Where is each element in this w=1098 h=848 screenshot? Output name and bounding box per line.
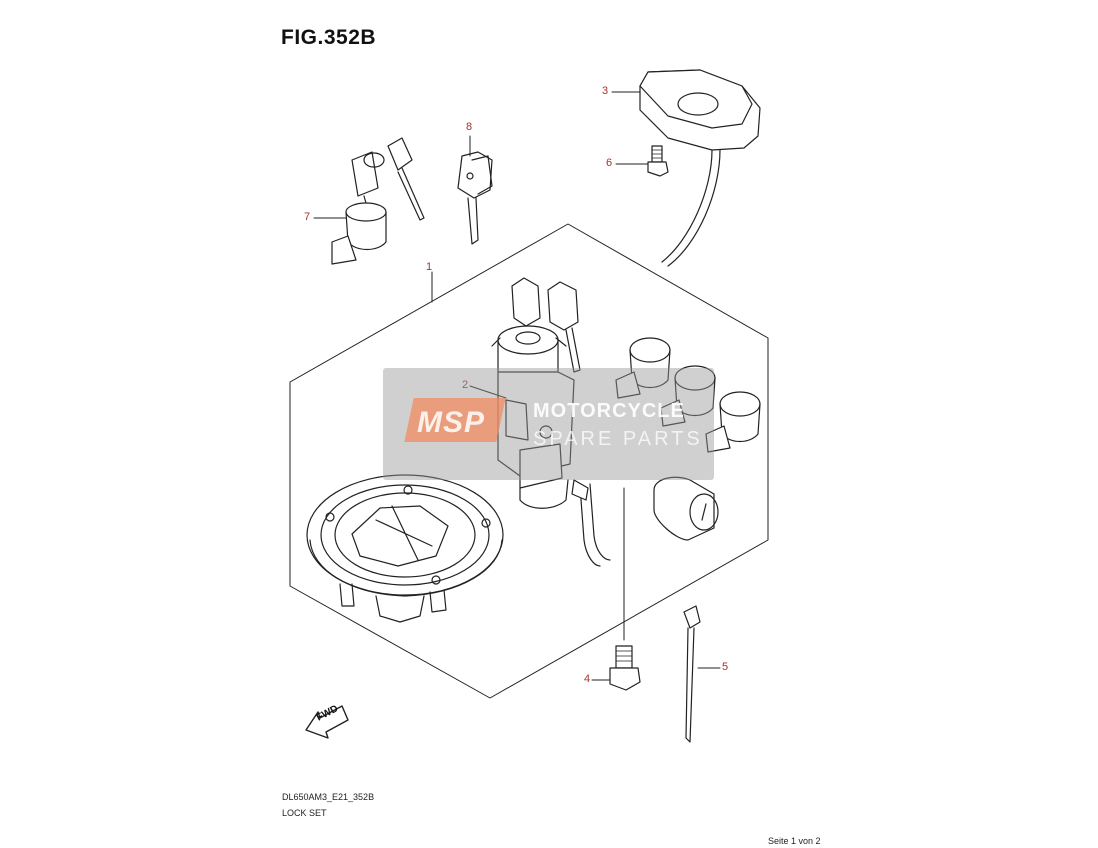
callout-6: 6 — [606, 157, 613, 169]
page-indicator: Seite 1 von 2 — [768, 836, 821, 846]
seat-lock-right — [705, 391, 761, 453]
seat-lock-middle — [660, 365, 716, 427]
callout-2: 2 — [462, 379, 469, 391]
callout-5: 5 — [722, 661, 729, 673]
key-part-8 — [457, 151, 493, 245]
watermark-logo: MSP — [417, 406, 486, 439]
cover-pad — [639, 69, 761, 267]
callout-7: 7 — [304, 211, 311, 223]
diagram-caption: LOCK SET — [282, 808, 327, 818]
fuel-cap — [306, 474, 504, 623]
seat-lock-upper-left — [615, 337, 671, 399]
helmet-lock-part-7 — [331, 137, 425, 265]
bolt-part-4 — [609, 645, 641, 691]
assembly-boundary — [289, 223, 769, 699]
watermark-line1: MOTORCYCLE — [533, 400, 685, 422]
screw-part-6 — [647, 145, 669, 177]
leader-lines — [313, 91, 721, 681]
callout-8: 8 — [466, 121, 473, 133]
callout-3: 3 — [602, 85, 609, 97]
figure-title: FIG.352B — [281, 26, 377, 49]
cable-tie-part-5 — [683, 605, 701, 743]
watermark-line2: SPARE PARTS — [533, 428, 703, 450]
glovebox-lock-cylinder — [653, 476, 719, 541]
ignition-switch-part-2 — [491, 277, 611, 567]
diagram-code: DL650AM3_E21_352B — [282, 792, 375, 802]
watermark: MSP MOTORCYCLE SPARE PARTS — [383, 368, 714, 480]
callout-1: 1 — [426, 261, 433, 273]
callout-4: 4 — [584, 673, 591, 685]
forward-arrow-icon — [305, 705, 349, 739]
